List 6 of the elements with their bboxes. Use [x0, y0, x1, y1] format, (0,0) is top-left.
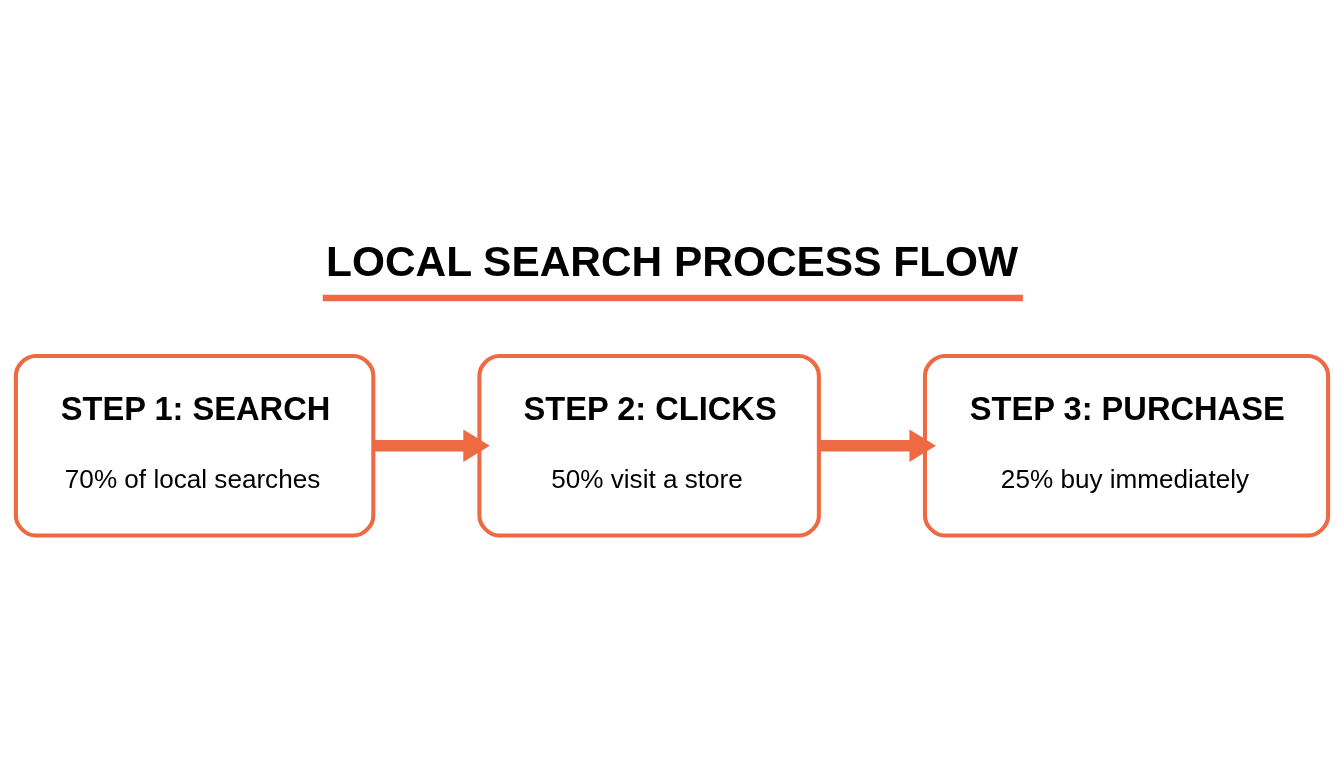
node-box: STEP 2: CLICKS 50% visit a store [477, 353, 821, 537]
arrow [819, 429, 936, 462]
diagram-title: LOCAL SEARCH PROCESS FLOW [325, 237, 1019, 285]
arrow [373, 429, 490, 462]
node-box: STEP 3: PURCHASE 25% buy immediately [922, 353, 1331, 537]
node-box: STEP 1: SEARCH 70% of local searches [13, 353, 376, 537]
